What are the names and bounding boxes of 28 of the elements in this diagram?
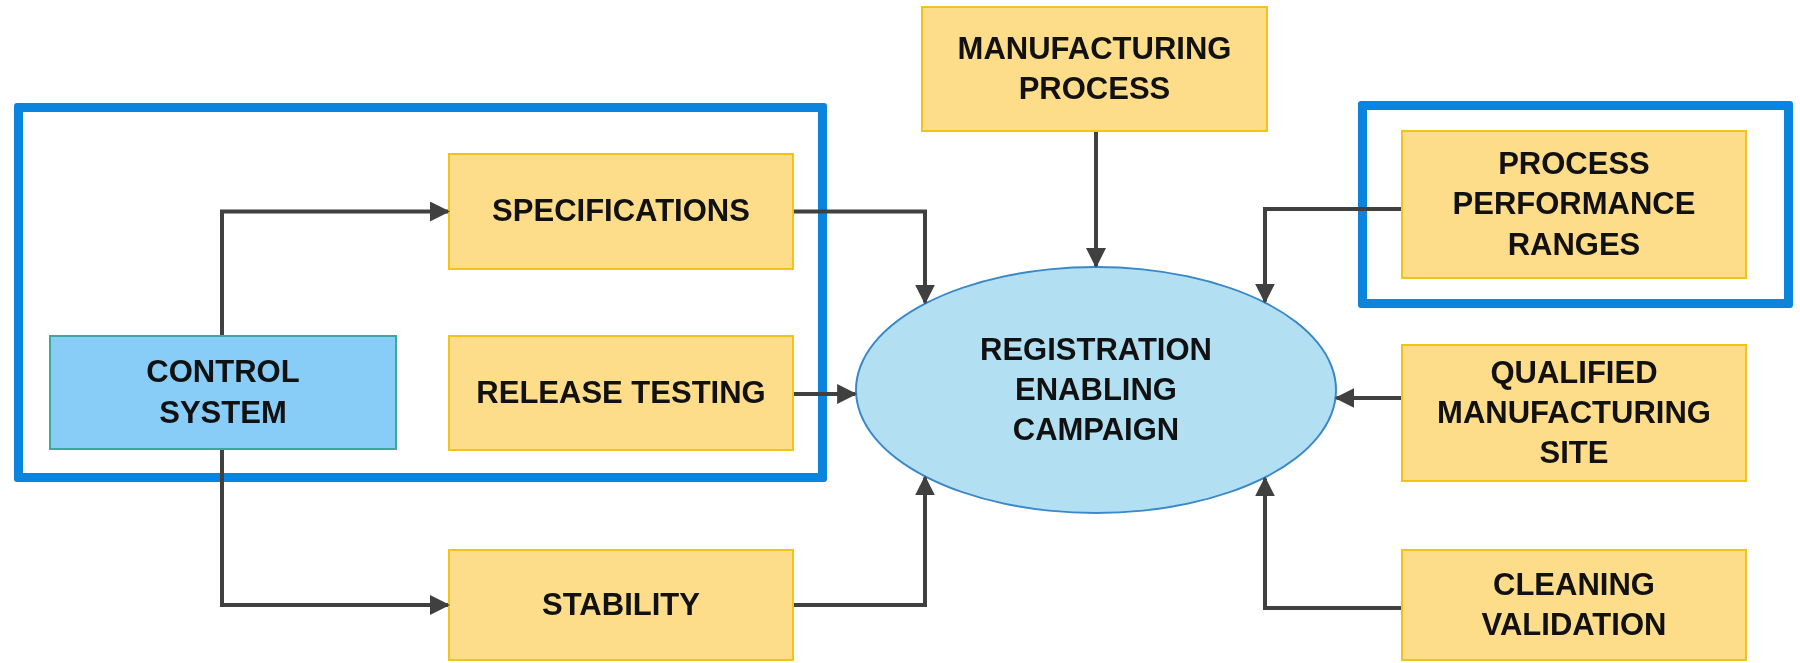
process-box [448,153,794,270]
arrow [1255,476,1401,610]
node-label: REGISTRATION ENABLING CAMPAIGN [979,330,1213,450]
node-label: PROCESS PERFORMANCE RANGES [1451,145,1697,264]
node-label: CLEANING VALIDATION [1480,565,1668,644]
group-frame [14,103,827,482]
process-box [1401,344,1747,482]
node-label: SPECIFICATIONS [491,192,751,231]
arrow [220,201,450,335]
arrow [1255,207,1401,304]
arrow [1334,388,1401,408]
arrow [220,450,450,615]
control-box [49,335,397,450]
process-box [448,335,794,451]
arrow [794,384,858,404]
process-box [1401,130,1747,279]
node-label: STABILITY [541,585,701,624]
process-box [448,549,794,661]
arrow [794,475,935,607]
process-box [1401,549,1747,661]
node-label: RELEASE TESTING [475,373,767,412]
arrow [1086,132,1106,268]
node-label: QUALIFIED MANUFACTURING SITE [1436,353,1712,473]
node-label: CONTROL SYSTEM [145,353,301,432]
group-frame [1358,101,1793,308]
arrow [794,209,935,305]
process-box [921,6,1268,132]
node-label: MANUFACTURING PROCESS [956,29,1233,108]
